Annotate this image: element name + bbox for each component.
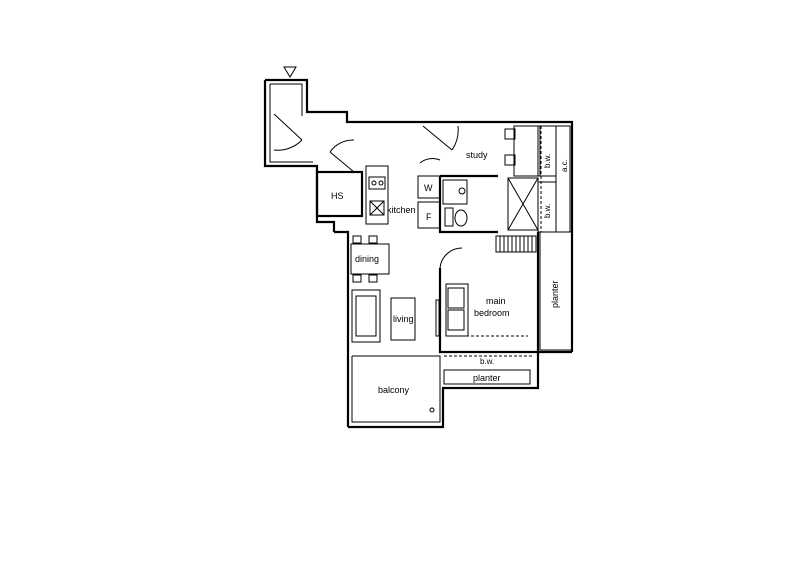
main-bedroom-label-line2: bedroom (474, 308, 510, 318)
kitchen-fixtures (365, 165, 389, 225)
dining-label: dining (355, 254, 379, 264)
sofa (351, 289, 381, 343)
study-door[interactable] (419, 125, 459, 164)
bw-bottom-label: b.w. (480, 357, 494, 366)
study-partition (438, 174, 498, 234)
living-table (390, 297, 416, 341)
planter-bottom-label: planter (473, 373, 501, 383)
planter-right (539, 231, 573, 351)
entrance-marker-icon (283, 66, 297, 78)
household-shelter (315, 139, 364, 218)
balcony (351, 355, 531, 423)
entrance-door[interactable] (273, 113, 303, 151)
study-furniture (504, 125, 541, 177)
main-bedroom (435, 232, 540, 357)
study-label: study (466, 150, 488, 160)
ac-label: a.c. (560, 159, 569, 172)
hs-label: HS (331, 191, 344, 201)
w-label: W (424, 183, 433, 193)
outer-walls (263, 78, 574, 429)
bw-mid-label: b.w. (543, 204, 552, 218)
bathroom (442, 177, 539, 231)
living-label: living (393, 314, 414, 324)
kitchen-label: kitchen (387, 205, 416, 215)
dining-table (350, 235, 390, 283)
f-label: F (426, 212, 432, 222)
balcony-label: balcony (378, 385, 410, 395)
bw-top-label: b.w. (543, 154, 552, 168)
main-bedroom-label-line1: main (486, 296, 506, 306)
shower-grille (495, 235, 537, 253)
planter-right-label: planter (550, 280, 560, 308)
